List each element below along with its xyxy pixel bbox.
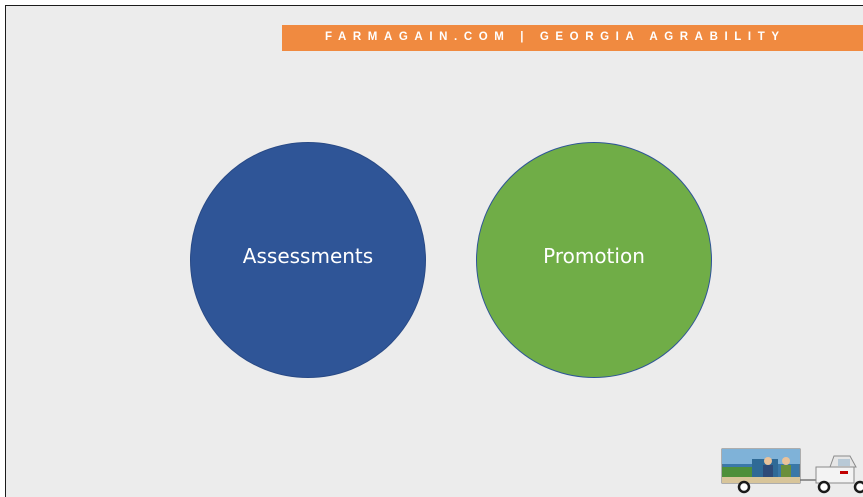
banner-text: FARMAGAIN.COM | GEORGIA AGRABILITY <box>325 31 786 43</box>
assessments-circle: Assessments <box>190 142 426 378</box>
slide: FARMAGAIN.COM | GEORGIA AGRABILITY Asses… <box>5 5 863 497</box>
assessments-label: Assessments <box>242 244 374 268</box>
promotion-label: Promotion <box>543 244 645 268</box>
truck-with-trailer-icon <box>721 448 863 494</box>
header-banner: FARMAGAIN.COM | GEORGIA AGRABILITY <box>282 25 863 51</box>
promotion-circle: Promotion <box>476 142 712 378</box>
